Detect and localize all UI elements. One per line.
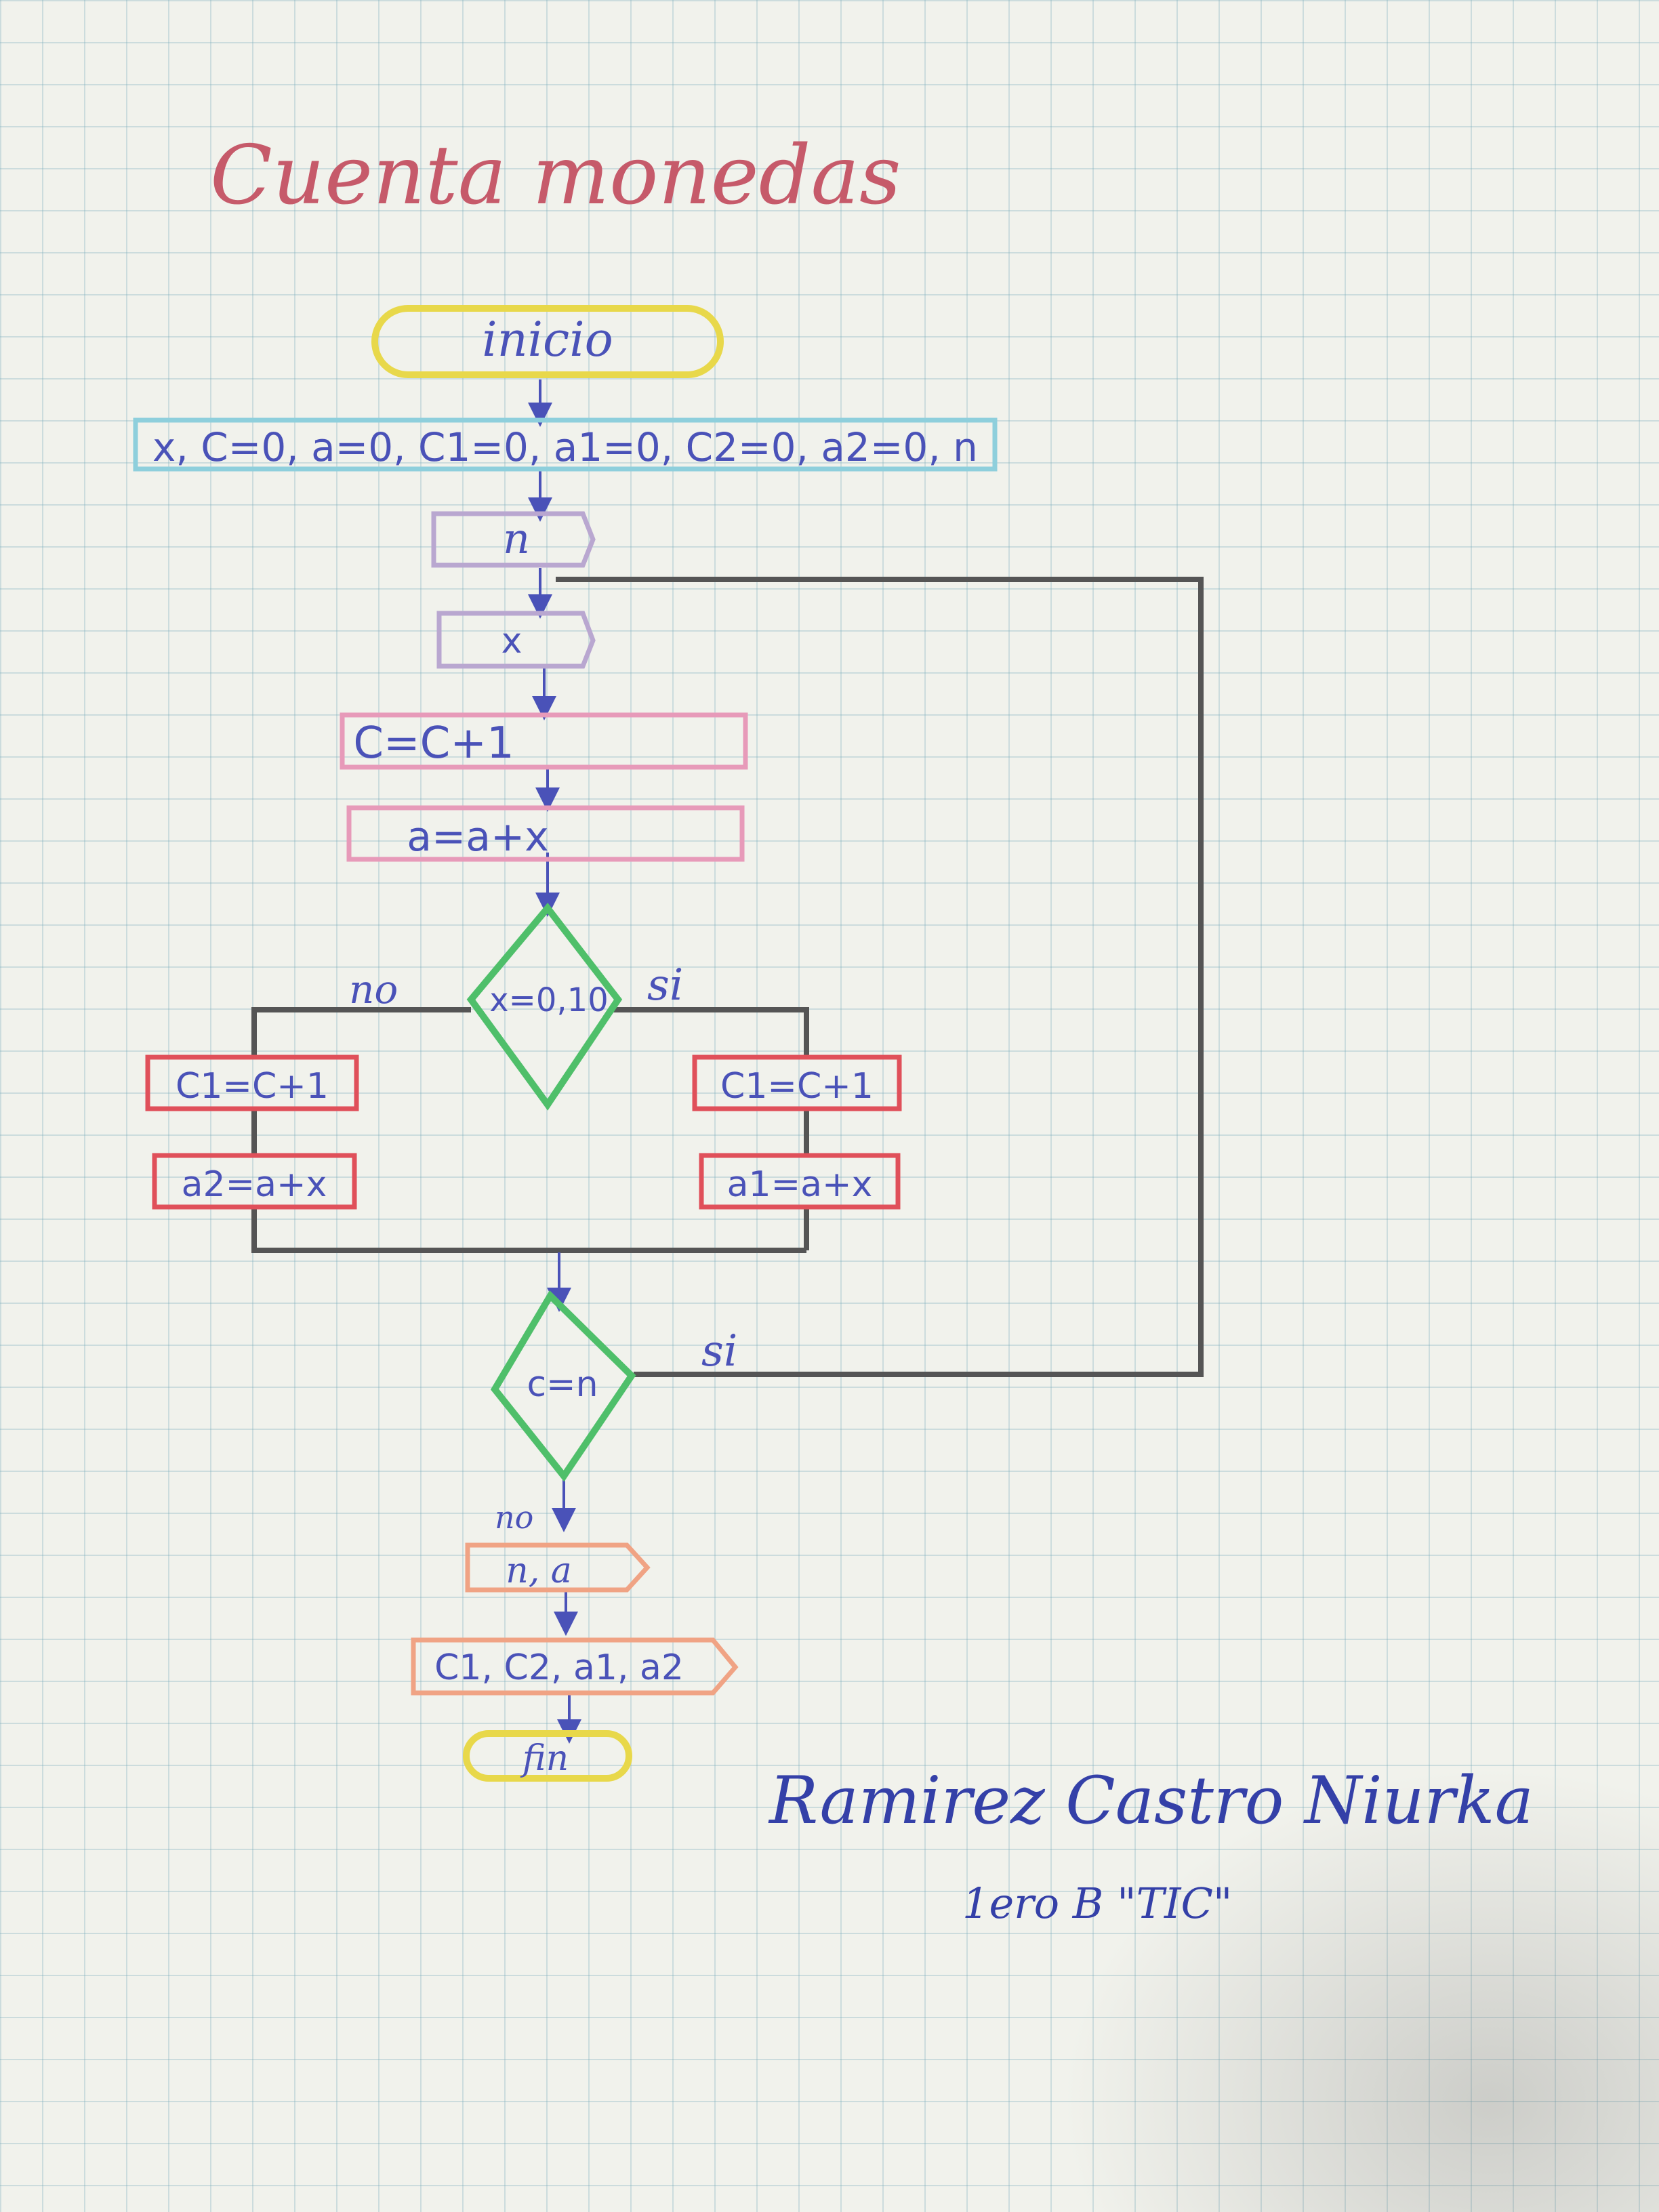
input-n-label: n [503,514,530,563]
count-label: C=C+1 [353,718,514,769]
coin-decision: x=0,10 [466,903,623,1111]
coin-decision-label: x=0,10 [489,981,609,1019]
loop-yes-label: si [701,1326,737,1376]
yes-sum-label: a1=a+x [727,1164,873,1205]
page-title: Cuenta monedas [210,129,901,223]
start-terminal: inicio [371,305,724,378]
sum-process: a=a+x [346,805,745,862]
output-1: n, a [465,1542,651,1593]
output-2-label: C1, C2, a1, a2 [434,1647,684,1688]
init-label: x, C=0, a=0, C1=0, a1=0, C2=0, a2=0, n [152,424,978,470]
input-x: x [436,611,596,669]
input-n: n [431,511,596,568]
loop-decision: c=n [490,1290,636,1482]
count-process: C=C+1 [340,712,748,770]
input-x-label: x [501,621,523,661]
start-label: inicio [482,312,613,367]
yes-sum-box: a1=a+x [699,1153,901,1210]
no-count-box: C1=C+1 [145,1054,359,1111]
loop-back-connector [556,577,1204,1377]
coin-yes-label: si [647,960,683,1010]
flow-arrows [528,380,581,1744]
init-process: x, C=0, a=0, C1=0, a1=0, C2=0, a2=0, n [133,417,998,472]
branch-connectors [251,1007,809,1253]
signature-course: 1ero B "TIC" [962,1879,1232,1928]
no-sum-label: a2=a+x [182,1164,327,1205]
output-2: C1, C2, a1, a2 [411,1637,739,1696]
no-count-label: C1=C+1 [176,1066,329,1107]
signature-name: Ramirez Castro Niurka [768,1763,1534,1839]
end-terminal: fin [463,1730,632,1782]
sum-label: a=a+x [407,813,549,861]
coin-no-label: no [349,966,398,1012]
output-1-label: n, a [506,1551,572,1591]
loop-no-label: no [495,1499,533,1536]
loop-decision-label: c=n [527,1364,598,1405]
yes-count-box: C1=C+1 [692,1054,902,1111]
no-sum-box: a2=a+x [152,1153,357,1210]
end-label: fin [520,1738,569,1779]
yes-count-label: C1=C+1 [720,1066,874,1107]
